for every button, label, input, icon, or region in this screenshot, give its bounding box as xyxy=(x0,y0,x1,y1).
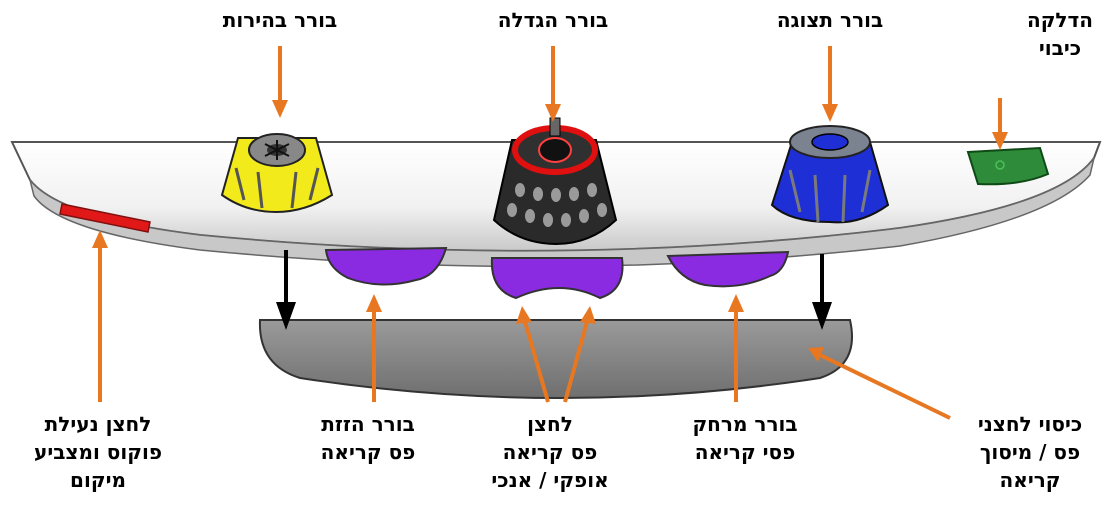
line-shift-selector[interactable] xyxy=(324,246,448,286)
label-line-spacing: בורר מרחק פסי קריאה xyxy=(692,412,798,464)
label-line-shift: בורר הזזת פס קריאה xyxy=(320,412,416,464)
focus-lock-button[interactable] xyxy=(59,203,151,233)
cover-placement-arrows xyxy=(276,250,832,330)
label-display-selector: בורר תצוגה xyxy=(776,8,884,32)
line-buttons-cover[interactable] xyxy=(258,319,853,399)
label-line-button: לחצן פס קריאה אופקי / אנכי xyxy=(491,412,609,492)
label-power: הדלקה כיבוי xyxy=(1026,8,1094,60)
magnification-selector-knob[interactable] xyxy=(492,117,618,246)
power-button[interactable] xyxy=(966,146,1050,186)
line-spacing-selector[interactable] xyxy=(666,250,790,288)
line-orientation-button[interactable] xyxy=(490,257,624,300)
panel-lower-edge xyxy=(29,157,1095,268)
callout-arrowheads xyxy=(92,100,1008,362)
label-brightness-selector: בורר בהירות xyxy=(222,8,338,32)
label-focus-lock: לחצן נעילת פוקוס ומצביע מיקום xyxy=(34,412,162,492)
brightness-selector-knob[interactable] xyxy=(220,133,334,214)
label-cover: כיסוי לחצני פס / מיסוך קריאה xyxy=(977,412,1083,492)
label-magnification-selector: בורר הגדלה xyxy=(497,8,609,32)
display-selector-knob[interactable] xyxy=(770,125,890,224)
callout-arrows xyxy=(98,46,1002,420)
